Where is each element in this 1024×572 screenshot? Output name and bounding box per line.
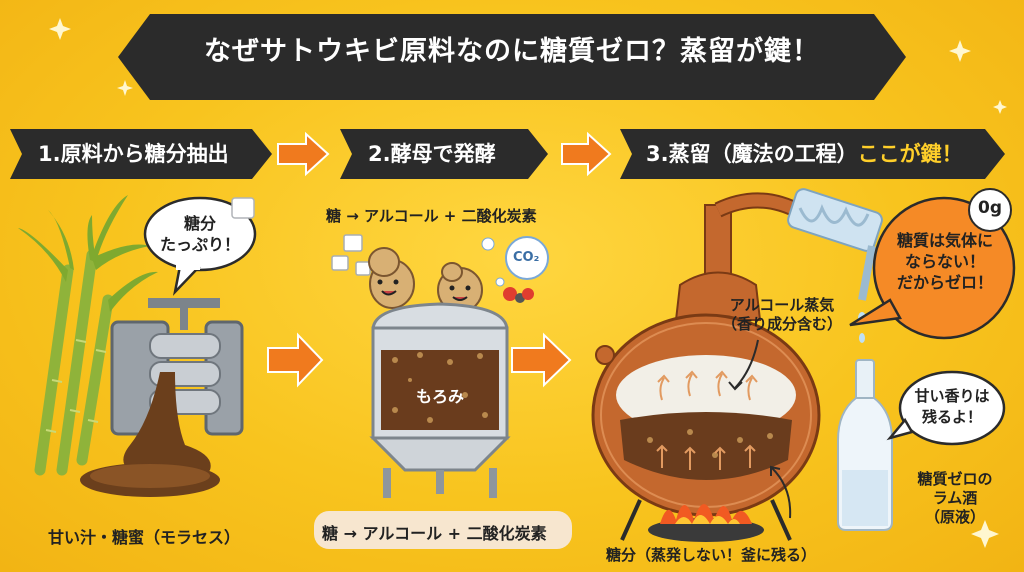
bubble-zero-line3: だからゼロ！ [896, 273, 993, 292]
bubble-zero-shape [849, 188, 1016, 340]
bubble-aroma-line2: 残るよ！ [921, 408, 982, 426]
sugarcane-illustration [18, 195, 158, 476]
step2-bar [340, 129, 548, 179]
bottle-illustration [837, 359, 893, 531]
bubble-sugar-shape [143, 196, 257, 296]
bubble-zero-text: 糖質は気体に ならない！ だからゼロ！ [880, 230, 1010, 293]
step-arrow-2 [561, 131, 612, 177]
fire-icon [648, 504, 764, 542]
vapor-label-line1: アルコール蒸気 [729, 296, 835, 314]
co2-molecule-icon [481, 236, 549, 303]
bubble-sugar-text: 糖分 たっぷり！ [150, 213, 250, 255]
pot-still [591, 192, 821, 541]
product-label: 糖質ゼロの ラム酒 （原液） [900, 470, 1010, 527]
sugar-cube-icon [231, 197, 255, 219]
sugar-remains-label: 糖分（蒸発しない！釜に残る） [606, 546, 817, 564]
step1-label: 1.原料から糖分抽出 [38, 142, 229, 166]
bubble-sugar-line1: 糖分 [183, 214, 216, 233]
title-banner [118, 14, 906, 100]
bubble-zero-line1: 糖質は気体に [896, 231, 993, 250]
product-line3: （原液） [924, 508, 985, 526]
bubble-aroma-text: 甘い香りは 残るよ！ [906, 386, 998, 428]
product-line1: 糖質ゼロの [917, 470, 993, 488]
press-machine [80, 298, 244, 497]
co2-label: CO₂ [513, 250, 540, 265]
moromi-label: もろみ [416, 387, 465, 406]
bottom-formula-pill [314, 511, 572, 549]
step1-bar [10, 129, 272, 179]
flow-arrow-1 [267, 332, 324, 388]
step2-label: 2.酵母で発酵 [368, 142, 496, 166]
step-arrow-1 [277, 131, 330, 177]
vapor-label-line2: （香り成分含む） [722, 315, 843, 333]
fermentation-tank [369, 302, 511, 498]
bubble-aroma-shape [886, 370, 1006, 446]
step3-label-highlight: ここが鍵！ [857, 142, 963, 166]
bubble-aroma-line1: 甘い香りは [914, 387, 990, 405]
pointer-arrows [728, 339, 792, 519]
condenser-tube [787, 188, 883, 343]
zero-gram-badge: 0g [978, 198, 1002, 218]
yeast-characters [368, 247, 483, 313]
molasses-caption: 甘い汁・糖蜜（モラセス） [48, 528, 241, 547]
formula-bottom: 糖 → アルコール + 二酸化炭素 [322, 524, 547, 543]
step-arrows [267, 131, 612, 388]
page-title: なぜサトウキビ原料なのに糖質ゼロ？蒸留が鍵！ [204, 36, 820, 67]
step3-bar [620, 129, 1005, 179]
step3-label-main: 3.蒸留（魔法の工程） [646, 142, 858, 166]
sugar-cubes-decor [331, 234, 371, 276]
product-line2: ラム酒 [932, 489, 978, 507]
flow-arrow-2 [511, 332, 572, 388]
step3-label: 3.蒸留（魔法の工程）ここが鍵！ [646, 129, 963, 179]
formula-top: 糖 → アルコール + 二酸化炭素 [326, 207, 537, 225]
sparkle-icons [49, 18, 1007, 548]
bubble-zero-line2: ならない！ [904, 252, 985, 271]
vapor-label: アルコール蒸気 （香り成分含む） [722, 296, 842, 334]
bubble-sugar-line2: たっぷり！ [159, 235, 240, 254]
